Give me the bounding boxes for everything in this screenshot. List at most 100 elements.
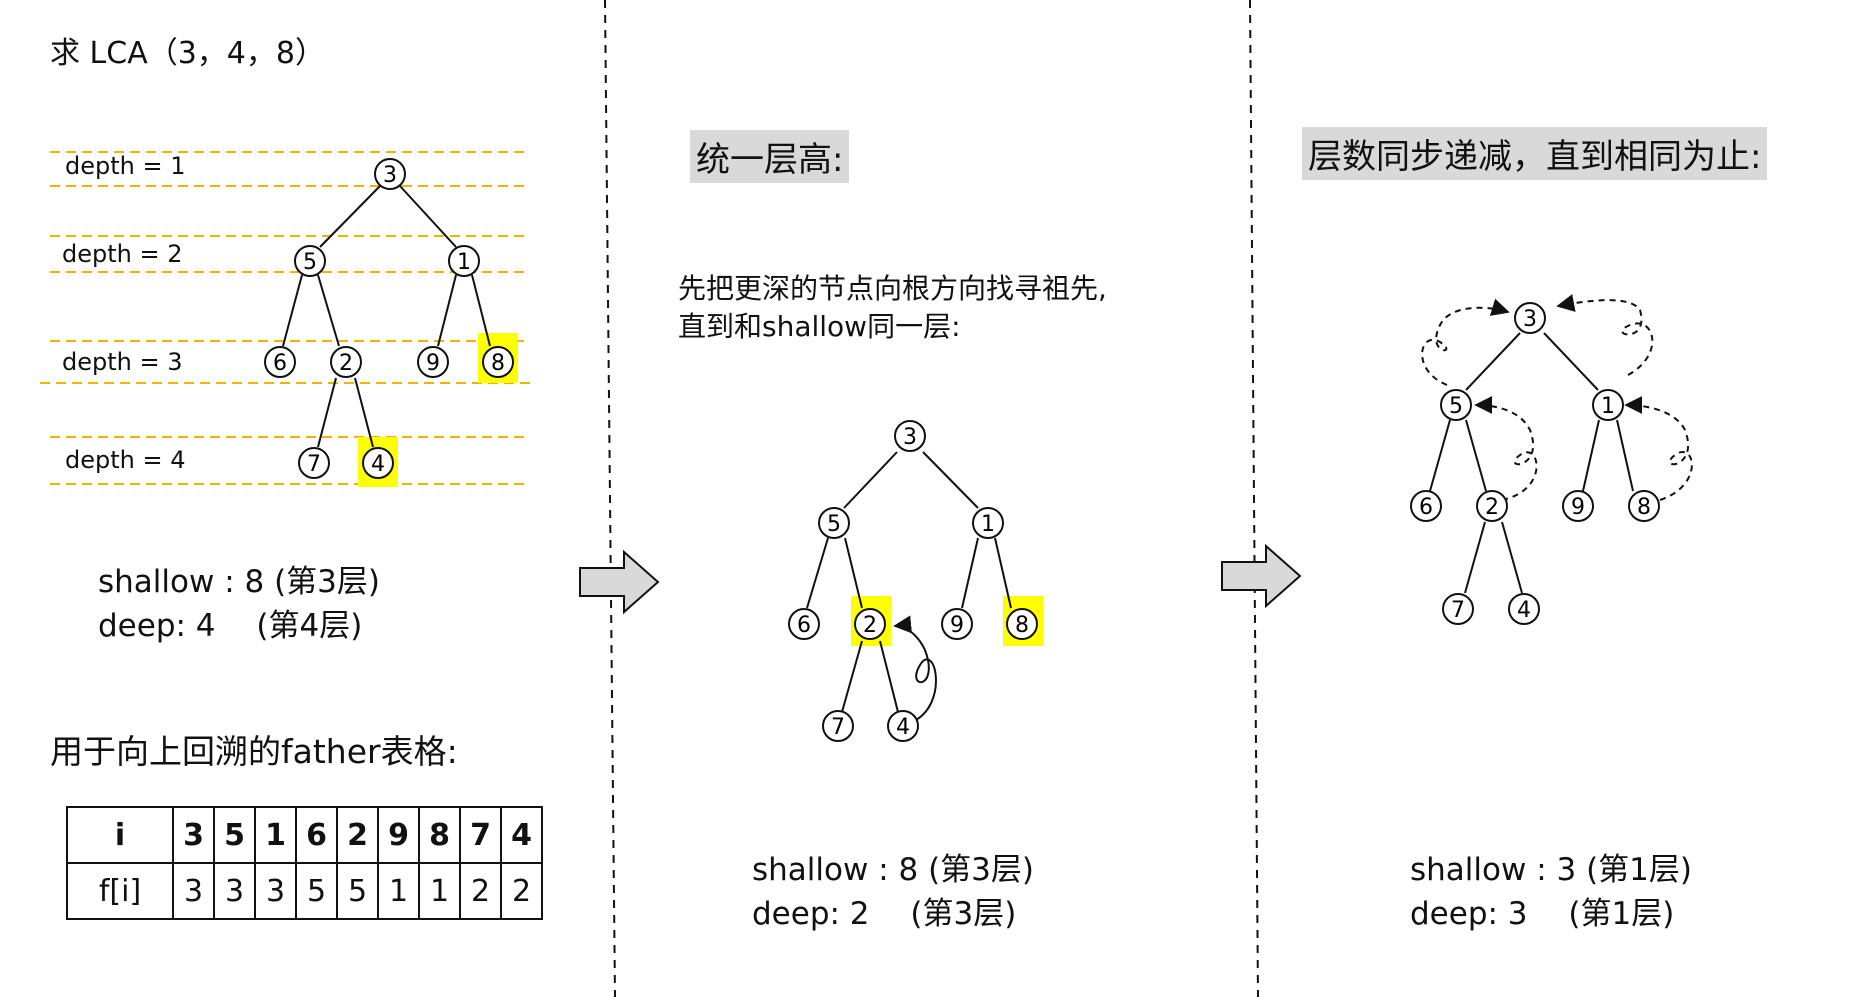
table-cell: 3 [172, 862, 215, 920]
svg-text:7: 7 [1451, 598, 1465, 623]
table-cell: 4 [500, 806, 543, 864]
depth-label-4: depth = 4 [65, 446, 186, 474]
page-title: 求 LCA（3，4，8） [50, 36, 325, 71]
panel3-label: 层数同步递减，直到相同为止: [1302, 127, 1768, 180]
svg-text:4: 4 [371, 452, 385, 477]
right-arrow-icon [579, 549, 660, 615]
svg-text:9: 9 [1571, 495, 1585, 520]
svg-text:7: 7 [307, 452, 321, 477]
tree3-node-8: 8 [1628, 490, 1660, 522]
table-cell: 9 [377, 806, 420, 864]
tree2-node-7: 7 [822, 710, 854, 742]
tree2-edges [806, 451, 1012, 713]
depth-label-2: depth = 2 [62, 240, 183, 268]
tree1-node-9: 9 [417, 346, 449, 378]
tree2-node-5: 5 [818, 507, 850, 539]
svg-text:9: 9 [950, 613, 964, 638]
climb-arrow-panel2 [893, 615, 937, 723]
svg-text:5: 5 [827, 512, 841, 537]
svg-text:1: 1 [457, 250, 471, 275]
table-cell: 3 [213, 862, 256, 920]
svg-text:2: 2 [339, 351, 353, 376]
tree3-node-1: 1 [1592, 389, 1624, 421]
tree1-node-1: 1 [448, 245, 480, 277]
depth-label-1: depth = 1 [65, 152, 186, 180]
svg-text:6: 6 [273, 351, 287, 376]
table-cell: 1 [418, 862, 461, 920]
svg-text:3: 3 [903, 425, 917, 450]
tree1-node-8: 8 [482, 346, 514, 378]
svg-text:6: 6 [1419, 495, 1433, 520]
panel2-label: 统一层高: [690, 130, 850, 183]
table-cell: 5 [213, 806, 256, 864]
tree1-node-2: 2 [330, 346, 362, 378]
climb-arrows-panel3 [1421, 294, 1693, 501]
svg-text:4: 4 [1517, 598, 1531, 623]
tree1-node-5: 5 [294, 245, 326, 277]
svg-text:4: 4 [896, 715, 910, 740]
svg-text:7: 7 [831, 715, 845, 740]
svg-text:5: 5 [1449, 394, 1463, 419]
tree2-node-9: 9 [941, 608, 973, 640]
panel3-shallow: shallow : 3 (第1层) [1410, 852, 1692, 888]
table-cell: 2 [336, 806, 379, 864]
tree2-node-3: 3 [894, 420, 926, 452]
svg-text:1: 1 [981, 512, 995, 537]
svg-text:8: 8 [1637, 495, 1651, 520]
panel2-desc-1: 先把更深的节点向根方向找寻祖先, [678, 272, 1107, 305]
tree3-edges [1429, 332, 1634, 594]
depth-lines [40, 151, 530, 485]
tree2-node-6: 6 [788, 608, 820, 640]
svg-text:3: 3 [383, 163, 397, 188]
table-header-f: f[i] [66, 862, 174, 920]
depth-label-3: depth = 3 [62, 348, 183, 376]
table-cell: 6 [295, 806, 338, 864]
tree1-node-6: 6 [264, 346, 296, 378]
father-table: i 3 5 1 6 2 9 8 7 4 f[i] 3 3 3 5 5 1 1 2… [66, 806, 543, 920]
table-cell: 3 [172, 806, 215, 864]
table-row: f[i] 3 3 3 5 5 1 1 2 2 [66, 862, 543, 920]
table-header-i: i [66, 806, 174, 864]
svg-text:1: 1 [1601, 394, 1615, 419]
father-table-title: 用于向上回溯的father表格: [50, 732, 458, 771]
tree3-node-9: 9 [1562, 490, 1594, 522]
panel2-shallow: shallow : 8 (第3层) [752, 852, 1034, 888]
table-cell: 7 [459, 806, 502, 864]
panel3-deep: deep: 3 (第1层) [1410, 896, 1675, 932]
panel-divider-2 [1249, 0, 1259, 997]
svg-text:3: 3 [1523, 307, 1537, 332]
svg-text:5: 5 [303, 250, 317, 275]
svg-text:6: 6 [797, 613, 811, 638]
panel1-deep: deep: 4 (第4层) [98, 608, 363, 644]
panel2-deep: deep: 2 (第3层) [752, 896, 1017, 932]
table-cell: 3 [254, 862, 297, 920]
panel2-desc-2: 直到和shallow同一层: [678, 310, 961, 343]
table-cell: 2 [500, 862, 543, 920]
tree1-node-4: 4 [362, 447, 394, 479]
tree1-node-3: 3 [374, 158, 406, 190]
svg-text:9: 9 [426, 351, 440, 376]
tree3-node-5: 5 [1440, 389, 1472, 421]
tree1-node-7: 7 [298, 447, 330, 479]
tree3-node-2: 2 [1476, 490, 1508, 522]
tree3-node-3: 3 [1514, 302, 1546, 334]
table-cell: 1 [254, 806, 297, 864]
tree1-edges [282, 185, 491, 448]
right-arrow-icon [1221, 543, 1302, 609]
panel1-shallow: shallow : 8 (第3层) [98, 564, 380, 600]
table-cell: 5 [336, 862, 379, 920]
tree3-node-7: 7 [1442, 593, 1474, 625]
tree2-node-1: 1 [972, 507, 1004, 539]
table-row: i 3 5 1 6 2 9 8 7 4 [66, 806, 543, 864]
table-cell: 8 [418, 806, 461, 864]
svg-text:2: 2 [863, 613, 877, 638]
tree2-node-4: 4 [887, 710, 919, 742]
table-cell: 5 [295, 862, 338, 920]
table-cell: 1 [377, 862, 420, 920]
tree2-node-8: 8 [1006, 608, 1038, 640]
tree3-node-6: 6 [1410, 490, 1442, 522]
panel-divider-1 [604, 0, 616, 997]
svg-text:2: 2 [1485, 495, 1499, 520]
table-cell: 2 [459, 862, 502, 920]
